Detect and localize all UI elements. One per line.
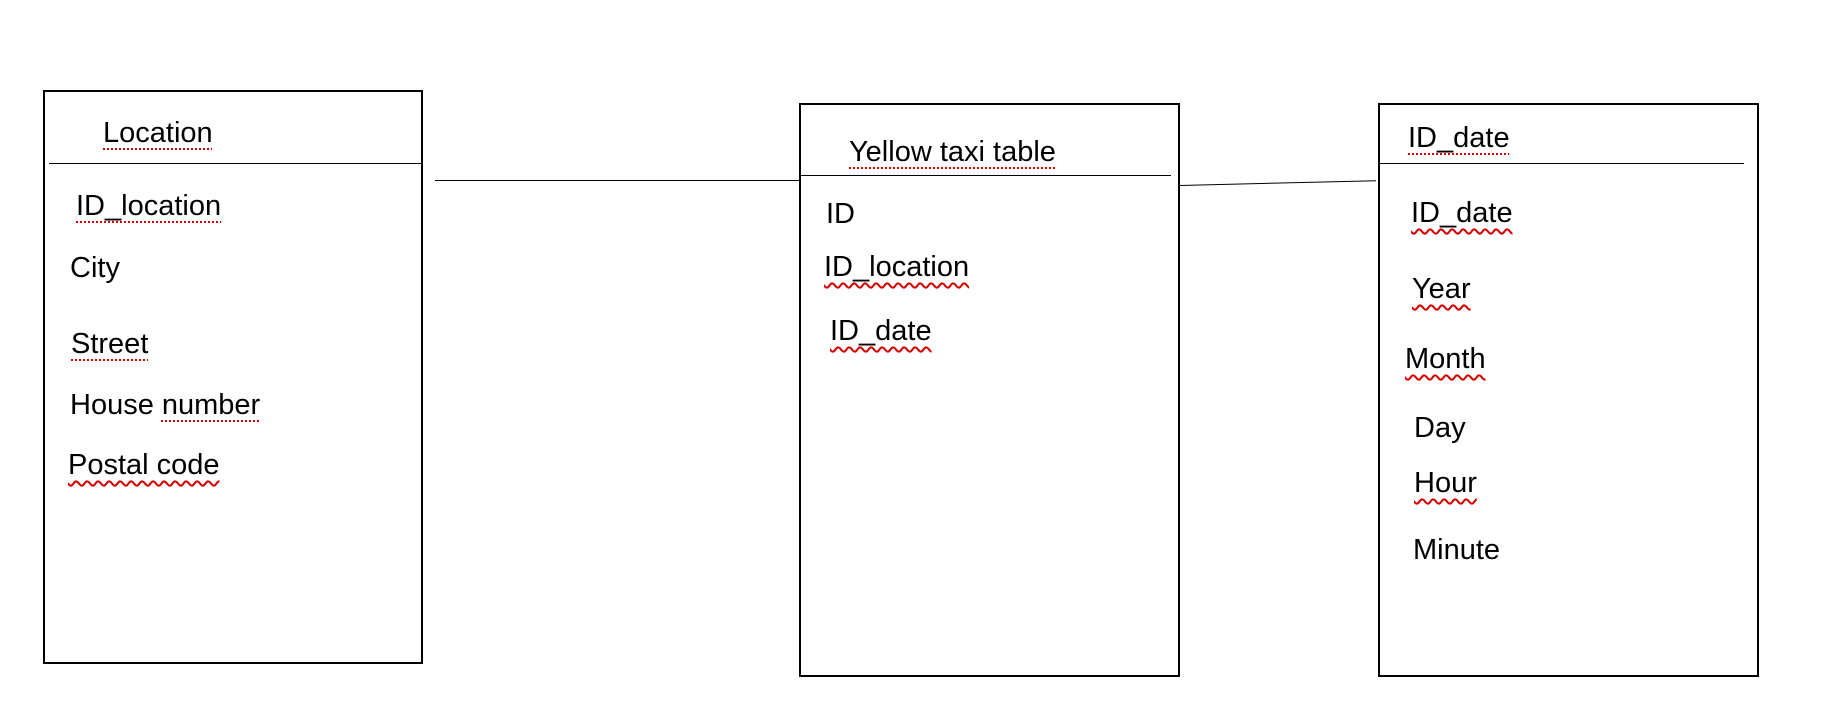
yellow-taxi-table-box <box>799 103 1180 677</box>
location-field-street: Street <box>71 328 149 360</box>
id-date-field-hour: Hour <box>1414 467 1477 499</box>
id-date-field-month: Month <box>1405 343 1486 375</box>
location-table-header-divider <box>49 163 423 164</box>
location-table-title: Location <box>103 117 213 149</box>
house-number-word-house: House <box>70 389 162 421</box>
id-date-field-day: Day <box>1414 412 1466 444</box>
yellow-taxi-table-title: Yellow taxi table <box>849 136 1056 168</box>
id-date-field-minute: Minute <box>1413 534 1501 566</box>
yellow-taxi-field-id-location: ID_location <box>824 251 970 283</box>
location-table-box <box>43 90 423 664</box>
connector-yellow-taxi-to-id-date <box>1180 180 1376 186</box>
house-number-word-number: number <box>161 389 261 421</box>
id-date-table-box <box>1378 103 1759 677</box>
connector-location-to-yellow-taxi <box>435 180 799 181</box>
id-date-table-header-divider <box>1378 163 1744 164</box>
yellow-taxi-table-header-divider <box>799 175 1171 176</box>
location-field-id-location: ID_location <box>76 190 222 222</box>
id-date-table-title: ID_date <box>1408 122 1510 154</box>
location-field-city: City <box>70 252 120 284</box>
id-date-field-year: Year <box>1412 273 1471 305</box>
yellow-taxi-field-id: ID <box>826 198 855 230</box>
location-field-postal-code: Postal code <box>68 449 220 481</box>
yellow-taxi-field-id-date: ID_date <box>830 315 932 347</box>
id-date-field-id-date: ID_date <box>1411 197 1513 229</box>
location-field-house-number: House number <box>70 391 260 420</box>
